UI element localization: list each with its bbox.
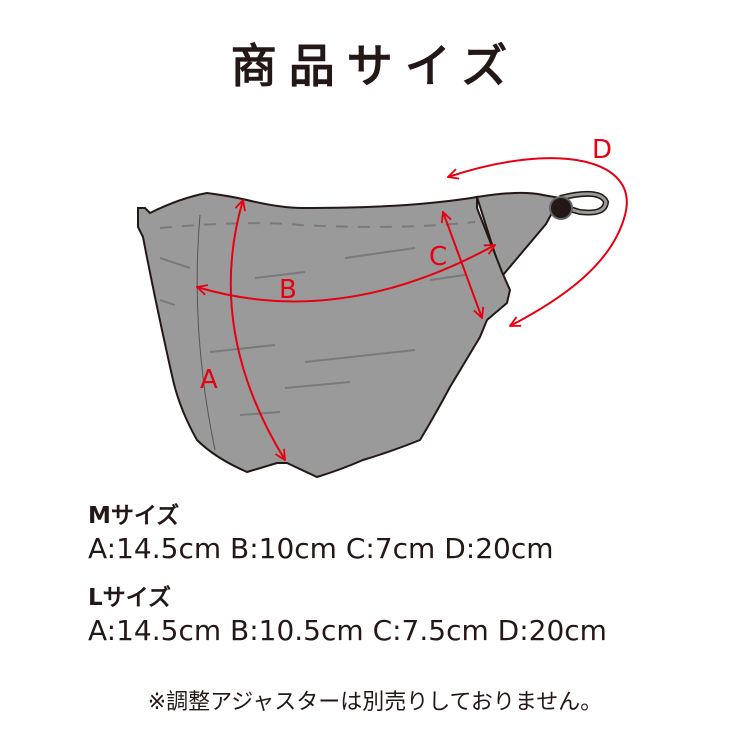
adjuster-icon (549, 196, 573, 220)
label-a: A (200, 365, 218, 395)
arrow-d (448, 157, 628, 326)
adjuster-note: ※調整アジャスターは別売りしておりません。 (147, 690, 603, 715)
label-d: D (592, 135, 612, 165)
size-m-spec: A:14.5cm B:10cm C:7cm D:20cm (88, 532, 554, 565)
measurement-arrows (197, 157, 628, 460)
label-b: B (279, 275, 297, 305)
size-l-spec: A:14.5cm B:10.5cm C:7.5cm D:20cm (88, 614, 607, 647)
label-c: C (429, 242, 447, 272)
mask-body (137, 191, 512, 479)
size-m-label: Mサイズ (88, 503, 180, 529)
arrow-a (229, 200, 285, 460)
page-title: 商品サイズ (230, 39, 520, 93)
size-l-label: Lサイズ (88, 585, 171, 611)
